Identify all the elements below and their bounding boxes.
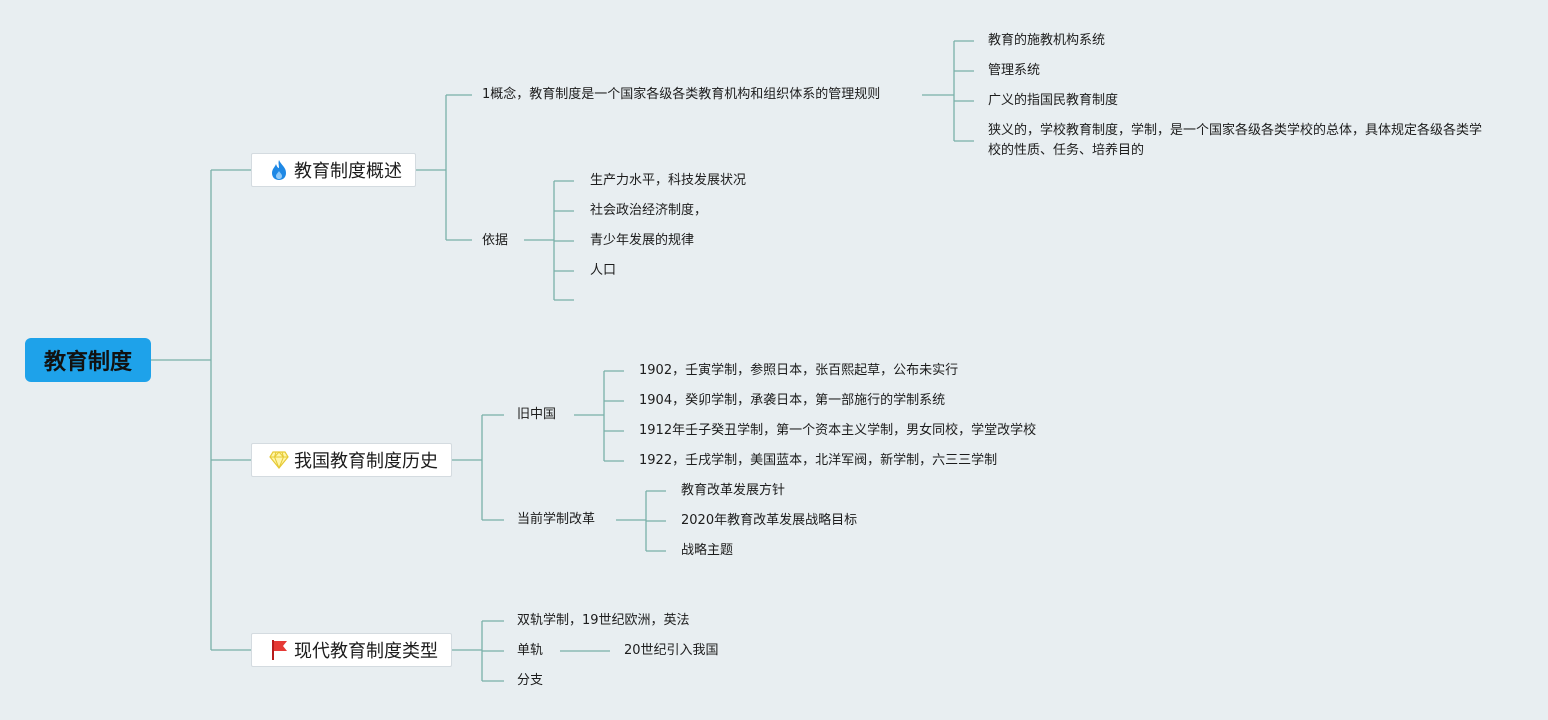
node-dual-track[interactable]: 双轨学制，19世纪欧洲，英法 xyxy=(517,613,690,628)
node-old-china[interactable]: 旧中国 xyxy=(517,407,557,422)
topic-label: 教育制度概述 xyxy=(294,161,402,182)
node-old-china-item[interactable]: 1902，壬寅学制，参照日本，张百熙起草，公布未实行 xyxy=(639,363,959,378)
node-old-china-item[interactable]: 1904，癸卯学制，承袭日本，第一部施行的学制系统 xyxy=(639,393,946,408)
node-current-reform-item[interactable]: 2020年教育改革发展战略目标 xyxy=(681,513,858,528)
node-current-reform-item[interactable]: 战略主题 xyxy=(681,543,734,558)
node-basis-item[interactable]: 人口 xyxy=(590,263,617,278)
root-topic[interactable]: 教育制度 xyxy=(25,338,151,382)
connector-b2-c2 xyxy=(616,490,666,552)
node-basis-item[interactable]: 社会政治经济制度， xyxy=(590,203,708,218)
node-current-reform[interactable]: 当前学制改革 xyxy=(517,512,596,527)
node-single-track[interactable]: 单轨 xyxy=(517,643,544,658)
node-current-reform-item[interactable]: 教育改革发展方针 xyxy=(681,483,786,498)
topic-modern-education-types[interactable]: 现代教育制度类型 xyxy=(251,633,452,667)
node-old-china-item[interactable]: 1912年壬子癸丑学制，第一个资本主义学制，男女同校，学堂改学校 xyxy=(639,423,1037,438)
gem-icon xyxy=(268,449,290,471)
flag-icon xyxy=(268,639,290,661)
node-basis-item[interactable]: 青少年发展的规律 xyxy=(590,233,695,248)
node-basis-item[interactable]: 生产力水平，科技发展状况 xyxy=(590,173,747,188)
node-concept-item[interactable]: 教育的施教机构系统 xyxy=(988,33,1106,48)
connector-b1-c1 xyxy=(922,40,974,142)
connector-b2-c1 xyxy=(574,370,624,462)
node-old-china-item[interactable]: 1922，壬戌学制，美国蓝本，北洋军阀，新学制，六三三学制 xyxy=(639,453,998,468)
topic-label: 现代教育制度类型 xyxy=(294,641,438,662)
node-concept-item[interactable]: 管理系统 xyxy=(988,63,1041,78)
topic-education-system-overview[interactable]: 教育制度概述 xyxy=(251,153,416,187)
node-concept-item[interactable]: 广义的指国民教育制度 xyxy=(988,93,1119,108)
topic-china-education-history[interactable]: 我国教育制度历史 xyxy=(251,443,452,477)
node-basis[interactable]: 依据 xyxy=(482,233,509,248)
node-single-track-item[interactable]: 20世纪引入我国 xyxy=(624,643,719,658)
topic-label: 我国教育制度历史 xyxy=(294,451,438,472)
node-concept[interactable]: 1概念，教育制度是一个国家各级各类教育机构和组织体系的管理规则 xyxy=(482,87,881,102)
connector-b1-c2 xyxy=(524,180,574,301)
connector-root xyxy=(151,169,251,651)
connector-b1 xyxy=(416,94,472,241)
fire-icon xyxy=(268,159,290,181)
node-branch-type[interactable]: 分支 xyxy=(517,673,544,688)
connector-b3 xyxy=(452,620,504,682)
connector-b2 xyxy=(452,414,504,521)
node-concept-item[interactable]: 狭义的，学校教育制度，学制，是一个国家各级各类学校的总体，具体规定各级各类学校的… xyxy=(988,123,1483,158)
